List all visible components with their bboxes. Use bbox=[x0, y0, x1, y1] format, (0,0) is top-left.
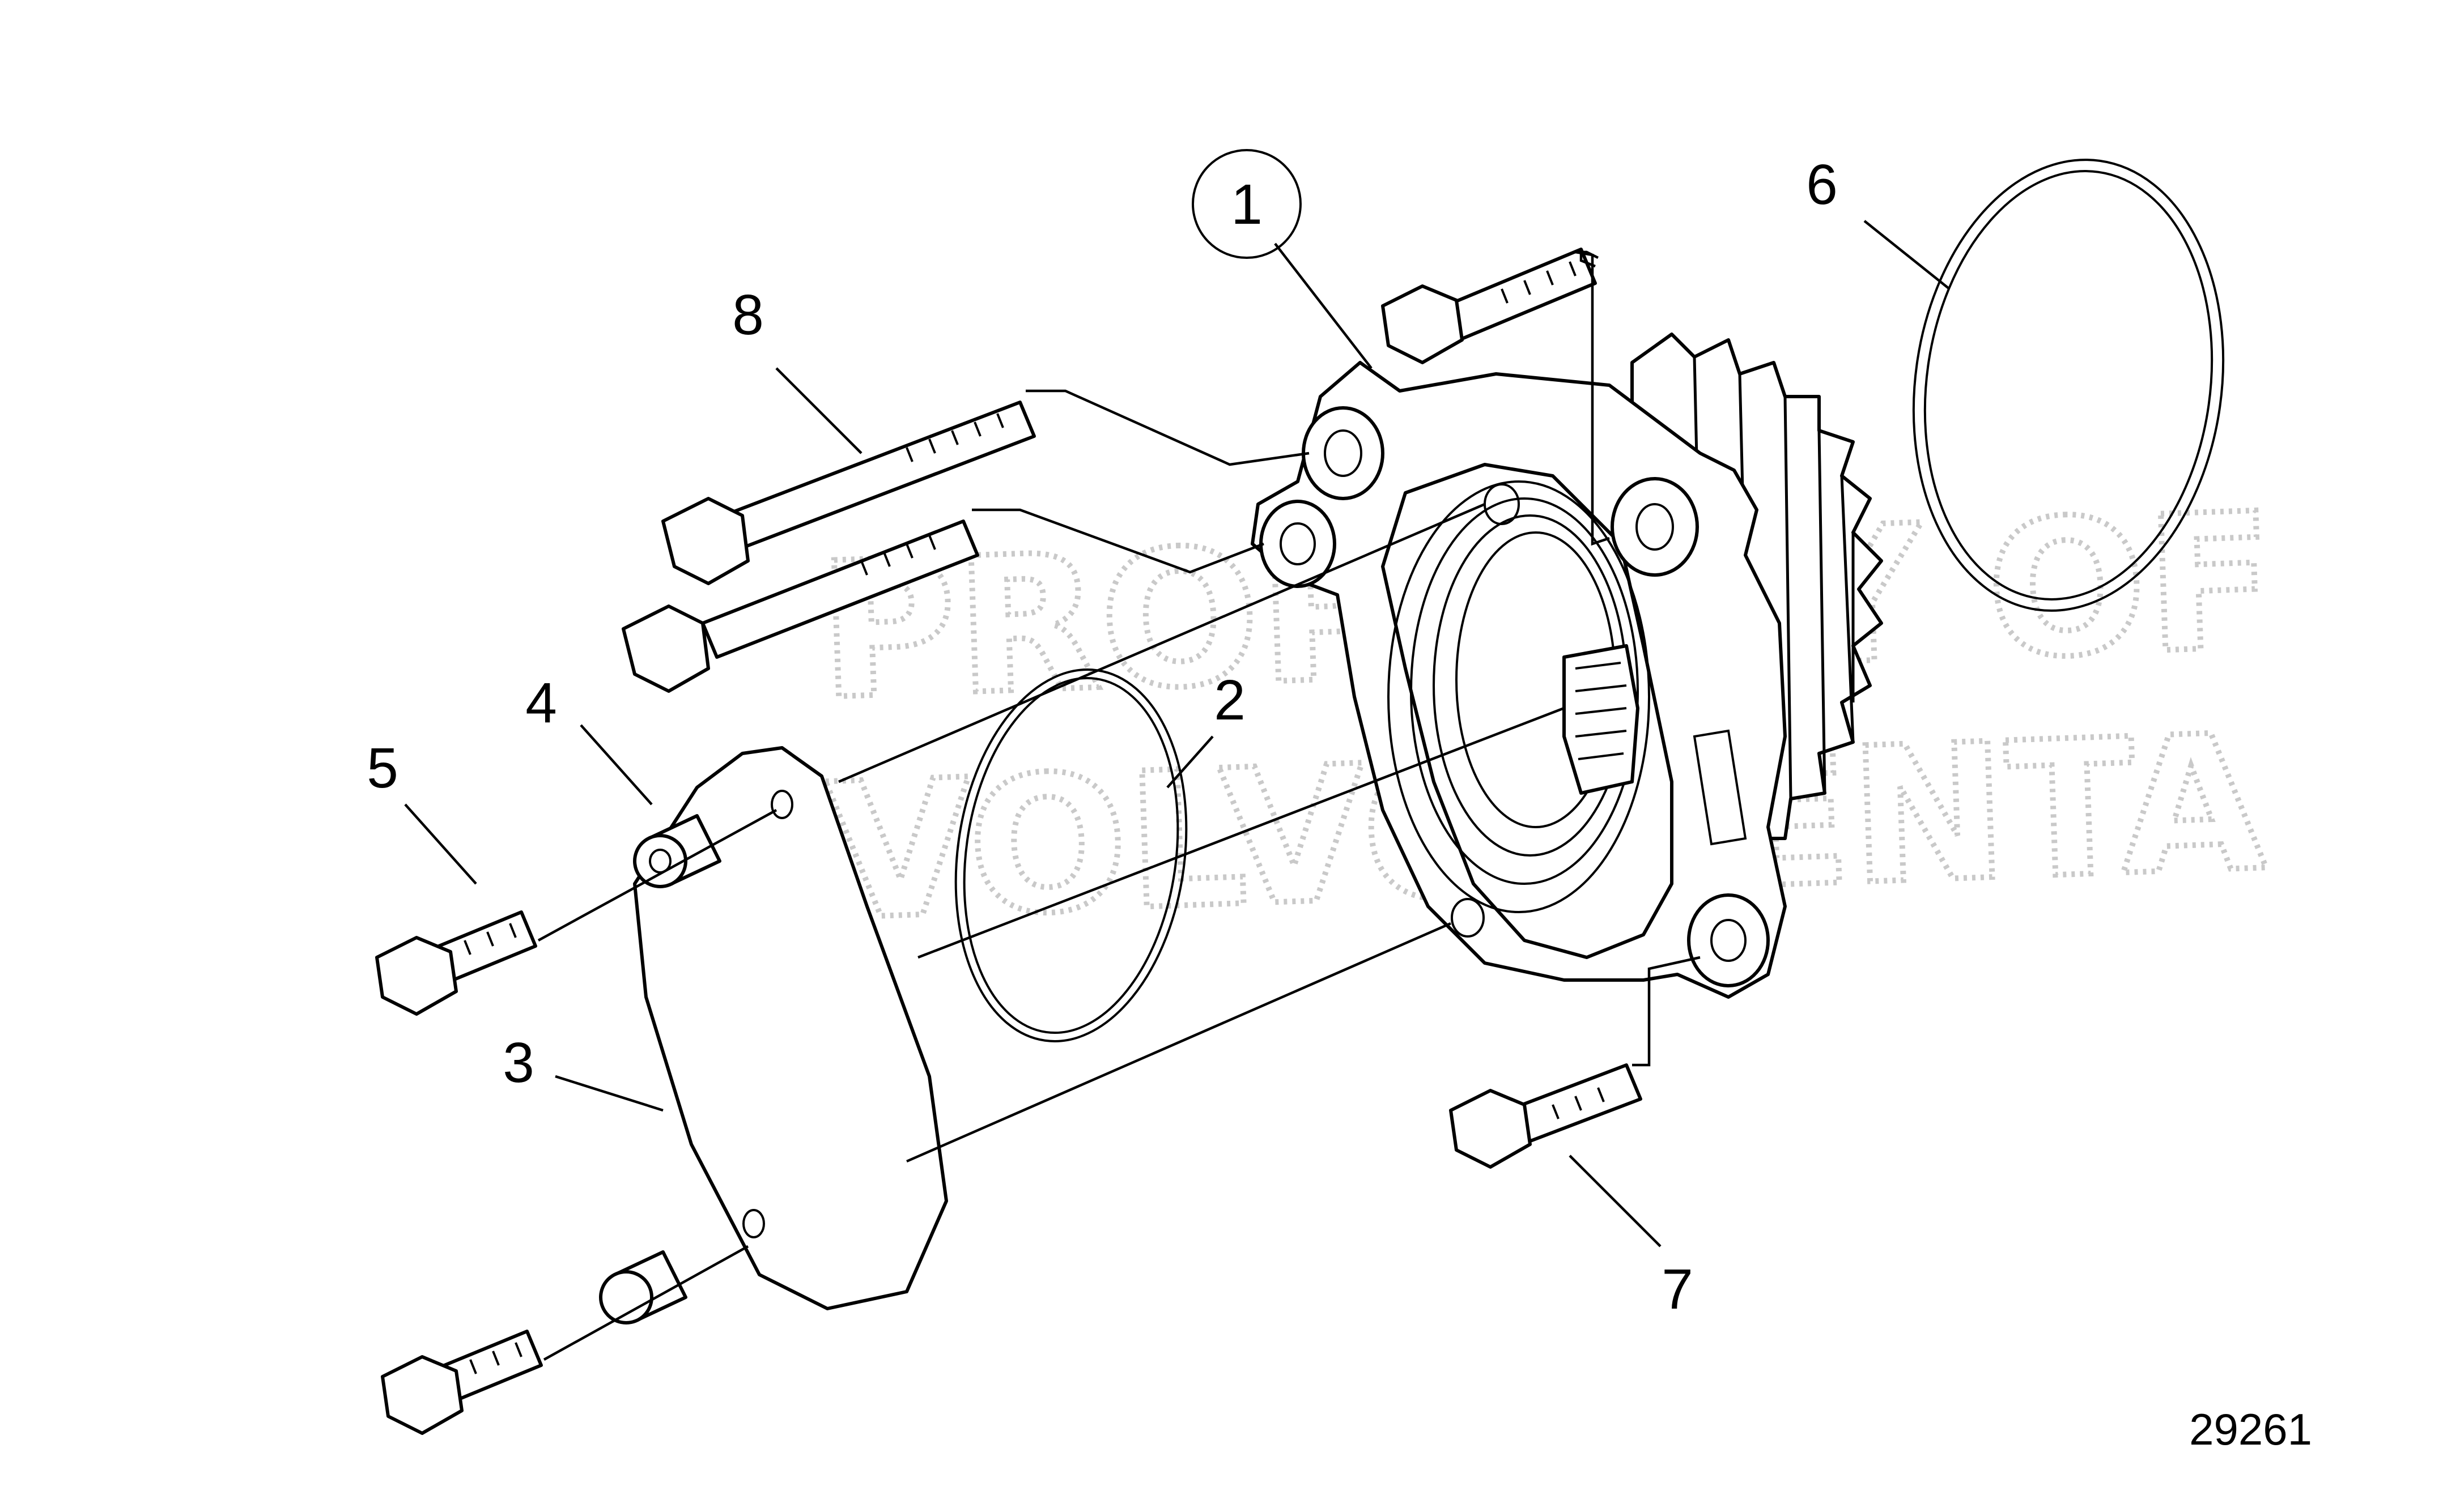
part-4-spacer-sleeves bbox=[599, 814, 721, 1324]
callout-1-circle bbox=[1192, 149, 1302, 259]
callout-3: 3 bbox=[503, 1031, 534, 1094]
callout-8: 8 bbox=[732, 283, 764, 347]
part-7-bolt bbox=[1449, 1063, 1642, 1169]
part-5-bolts bbox=[375, 910, 543, 1435]
part-6-large-o-ring bbox=[1912, 159, 2225, 612]
part-1-pump-assembly bbox=[1251, 333, 1883, 999]
housing-bolt-holes bbox=[1259, 406, 1770, 987]
callout-6: 6 bbox=[1806, 153, 1838, 216]
diagram-reference-number: 29261 bbox=[2189, 1404, 2312, 1454]
callout-2: 2 bbox=[1214, 668, 1246, 732]
assembly-lines bbox=[404, 220, 1951, 1361]
callout-7: 7 bbox=[1662, 1258, 1693, 1321]
callouts: 1 2 3 4 5 6 7 8 bbox=[367, 149, 1838, 1321]
callout-5: 5 bbox=[367, 736, 398, 800]
part-8-long-bolts bbox=[622, 401, 1036, 693]
part-3-cover-plate bbox=[633, 746, 948, 1310]
callout-1: 1 bbox=[1231, 173, 1263, 236]
top-mounting-bolt bbox=[1381, 248, 1597, 364]
callout-4: 4 bbox=[525, 671, 557, 735]
